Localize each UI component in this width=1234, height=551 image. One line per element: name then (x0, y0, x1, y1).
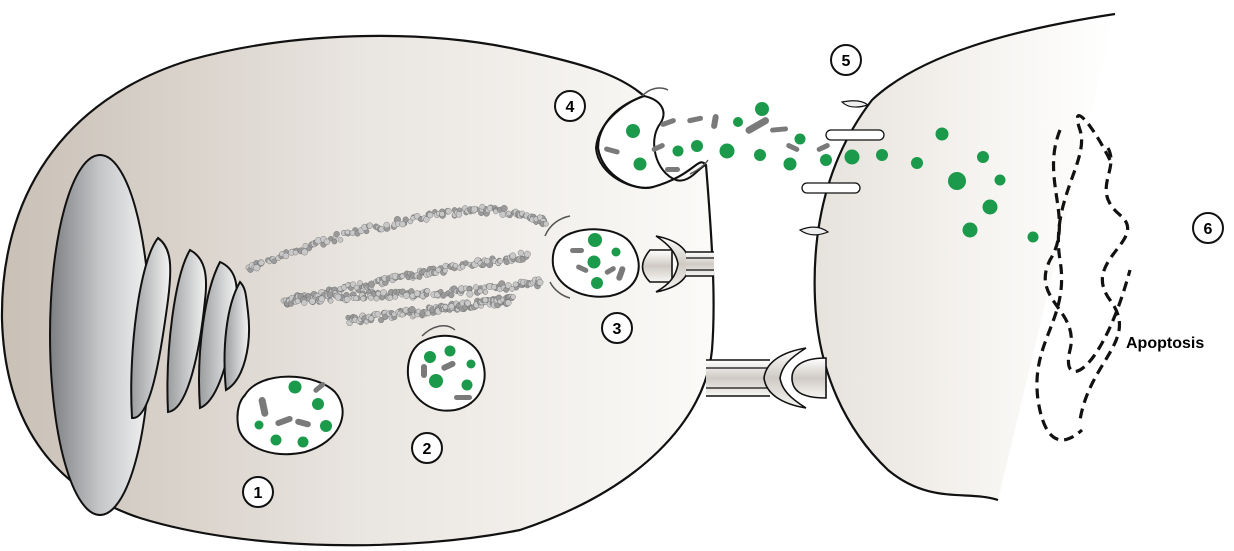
microtubule-bead (344, 296, 350, 302)
step-label-5: 5 (842, 53, 851, 70)
step-label-3: 3 (613, 321, 622, 338)
receptor-pair-lower (706, 348, 826, 408)
microtubule-bead (425, 288, 430, 293)
microtubule-bead (511, 294, 516, 299)
microtubule-bead (324, 239, 330, 245)
step-label-6: 6 (1204, 221, 1213, 238)
microtubule-bead (403, 217, 409, 223)
microtubule-bead (295, 299, 300, 304)
microtubule-bead (505, 300, 511, 306)
step-label-2: 2 (423, 441, 432, 458)
microtubule-bead (332, 239, 337, 244)
microtubule-bead (400, 312, 405, 317)
microtubule-bead (374, 296, 379, 301)
microtubule-bead (498, 259, 503, 264)
apoptosis-label: Apoptosis (1126, 335, 1204, 352)
microtubule-bead (506, 211, 511, 216)
microtubule-bead (483, 297, 488, 302)
microtubule-bead (327, 292, 333, 298)
microtubule-bead (338, 237, 343, 242)
microtubule-bead (510, 253, 516, 259)
step-marker-3: 3 (602, 313, 632, 343)
microtubule-bead (319, 296, 325, 302)
microtubule-bead (491, 284, 496, 289)
step-marker-1: 1 (243, 477, 273, 507)
step-marker-2: 2 (412, 433, 442, 463)
microtubule-bead (400, 274, 405, 279)
microtubule-bead (478, 289, 483, 294)
microtubule-bead (544, 221, 549, 226)
step-label-4: 4 (566, 99, 575, 116)
microtubule-bead (309, 298, 315, 304)
microtubule-bead (345, 230, 350, 235)
microtubule-bead (354, 296, 359, 301)
microtubule-bead (258, 260, 264, 266)
microtubule-bead (483, 290, 488, 295)
microtubule-bead (367, 223, 373, 229)
microtubule-bead (467, 286, 472, 291)
step-marker-6: 6 (1193, 213, 1223, 243)
microtubule-bead (393, 295, 398, 300)
microtubule-bead (473, 284, 479, 290)
microtubule-bead (465, 300, 471, 306)
step-marker-5: 5 (831, 45, 861, 75)
step-label-1: 1 (254, 485, 263, 502)
microtubule-bead (446, 208, 452, 214)
microtubule-bead (360, 296, 365, 301)
microtubule-bead (328, 298, 333, 303)
microtubule-bead (384, 222, 390, 228)
microtubule-bead (501, 205, 507, 211)
target-cell (815, 14, 1115, 500)
microtubule-bead (301, 300, 307, 306)
microtubule-bead (509, 286, 514, 291)
microtubule-bead (513, 282, 518, 287)
microtubule-bead (357, 281, 362, 286)
microtubule-bead (524, 251, 530, 257)
microtubule-bead (439, 211, 444, 216)
microtubule-bead (334, 231, 340, 237)
lytic-granule-1 (237, 377, 342, 455)
microtubule-bead (467, 291, 474, 298)
microtubule-bead (518, 250, 524, 256)
microtubule-bead (354, 285, 359, 290)
microtubule-bead (449, 292, 455, 298)
microtubule-bead (293, 250, 298, 255)
microtubule-bead (283, 253, 289, 259)
microtubule-bead (537, 279, 543, 285)
microtubule-bead (480, 204, 485, 209)
microtubule-bead (443, 268, 448, 273)
step-marker-4: 4 (555, 91, 585, 121)
microtubule-bead (414, 291, 420, 297)
microtubule-bead (456, 211, 462, 217)
microtubule-bead (403, 292, 409, 298)
microtubule-bead (471, 206, 477, 212)
microtubule-bead (427, 212, 433, 218)
microtubule-bead (303, 243, 308, 248)
microtubule-bead (484, 258, 490, 264)
microtubule-bead (375, 311, 381, 317)
microtubule-bead (306, 293, 311, 298)
microtubule-bead (335, 294, 341, 300)
